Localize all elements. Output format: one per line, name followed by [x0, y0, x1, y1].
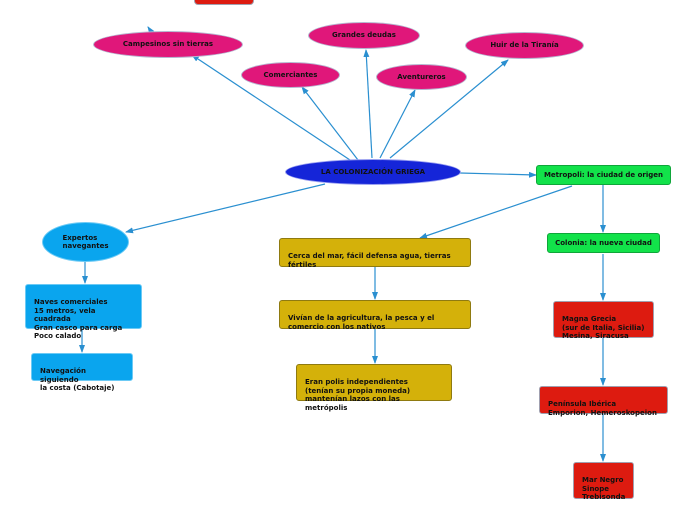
node-naves-comerciales[interactable]: Naves comerciales 15 metros, vela cuadra…: [25, 284, 142, 340]
node-huir-tirania[interactable]: Huir de la Tiranía: [465, 32, 584, 59]
node-metropoli[interactable]: Metropoli: la ciudad de origen: [536, 165, 671, 185]
node-colonia[interactable]: Colonia: la nueva ciudad: [547, 233, 660, 253]
node-huir-tirania-label: Huir de la Tiranía: [490, 41, 559, 50]
node-mar-negro[interactable]: Mar Negro Sinope Trebisonda: [573, 462, 634, 502]
link-center-expertos: [125, 183, 326, 234]
link-center-grandes: [363, 49, 373, 159]
link-center-campesinos: [191, 54, 351, 161]
node-mar-negro-label: Mar Negro Sinope Trebisonda: [582, 476, 626, 502]
link-metropoli-cerca: [419, 185, 573, 239]
node-grandes-deudas-label: Grandes deudas: [332, 31, 396, 40]
node-grandes-deudas[interactable]: Grandes deudas: [308, 22, 420, 49]
node-magna-grecia-label: Magna Grecia (sur de Italia, Sicilia) Me…: [562, 315, 645, 341]
node-peninsula-iberica[interactable]: Península Ibérica Emporion, Hemeroskopei…: [539, 386, 668, 417]
node-expertos-navegantes-label: Expertos navegantes: [62, 233, 109, 250]
partial-node-top: [194, 0, 254, 5]
node-comerciantes[interactable]: Comerciantes: [241, 62, 340, 88]
node-polis-independientes[interactable]: Eran polis independientes (tenían su pro…: [296, 364, 452, 412]
node-cerca-del-mar-label: Cerca del mar, fácil defensa agua, tierr…: [288, 252, 451, 269]
node-comerciantes-label: Comerciantes: [263, 70, 318, 79]
node-aventureros-label: Aventureros: [397, 72, 446, 81]
node-magna-grecia[interactable]: Magna Grecia (sur de Italia, Sicilia) Me…: [553, 301, 654, 341]
node-cerca-del-mar[interactable]: Cerca del mar, fácil defensa agua, tierr…: [279, 238, 471, 269]
node-peninsula-iberica-label: Península Ibérica Emporion, Hemeroskopei…: [548, 400, 657, 417]
node-campesinos[interactable]: Campesinos sin tierras: [93, 31, 243, 58]
node-vivian-agricultura[interactable]: Vivían de la agricultura, la pesca y el …: [279, 300, 471, 331]
node-aventureros[interactable]: Aventureros: [376, 64, 467, 90]
node-colonia-label: Colonia: la nueva ciudad: [555, 238, 652, 247]
node-naves-comerciales-label: Naves comerciales 15 metros, vela cuadra…: [34, 298, 123, 340]
node-expertos-navegantes[interactable]: Expertos navegantes: [42, 222, 129, 262]
node-metropoli-label: Metropoli: la ciudad de origen: [543, 170, 664, 179]
node-navegacion-costa-label: Navegación siguiendo la costa (Cabotaje): [40, 367, 115, 393]
link-center-aventureros: [379, 89, 416, 159]
link-center-huir: [389, 59, 509, 159]
node-vivian-agricultura-label: Vivían de la agricultura, la pesca y el …: [288, 314, 435, 331]
node-central-topic-label: LA COLONIZACIÓN GRIEGA: [320, 167, 426, 176]
link-center-metropoli: [459, 171, 537, 178]
node-campesinos-label: Campesinos sin tierras: [122, 40, 214, 49]
node-central-topic[interactable]: LA COLONIZACIÓN GRIEGA: [285, 159, 461, 185]
node-navegacion-costa[interactable]: Navegación siguiendo la costa (Cabotaje): [31, 353, 133, 392]
link-center-comerciantes: [301, 86, 359, 161]
node-polis-independientes-label: Eran polis independientes (tenían su pro…: [305, 378, 411, 412]
